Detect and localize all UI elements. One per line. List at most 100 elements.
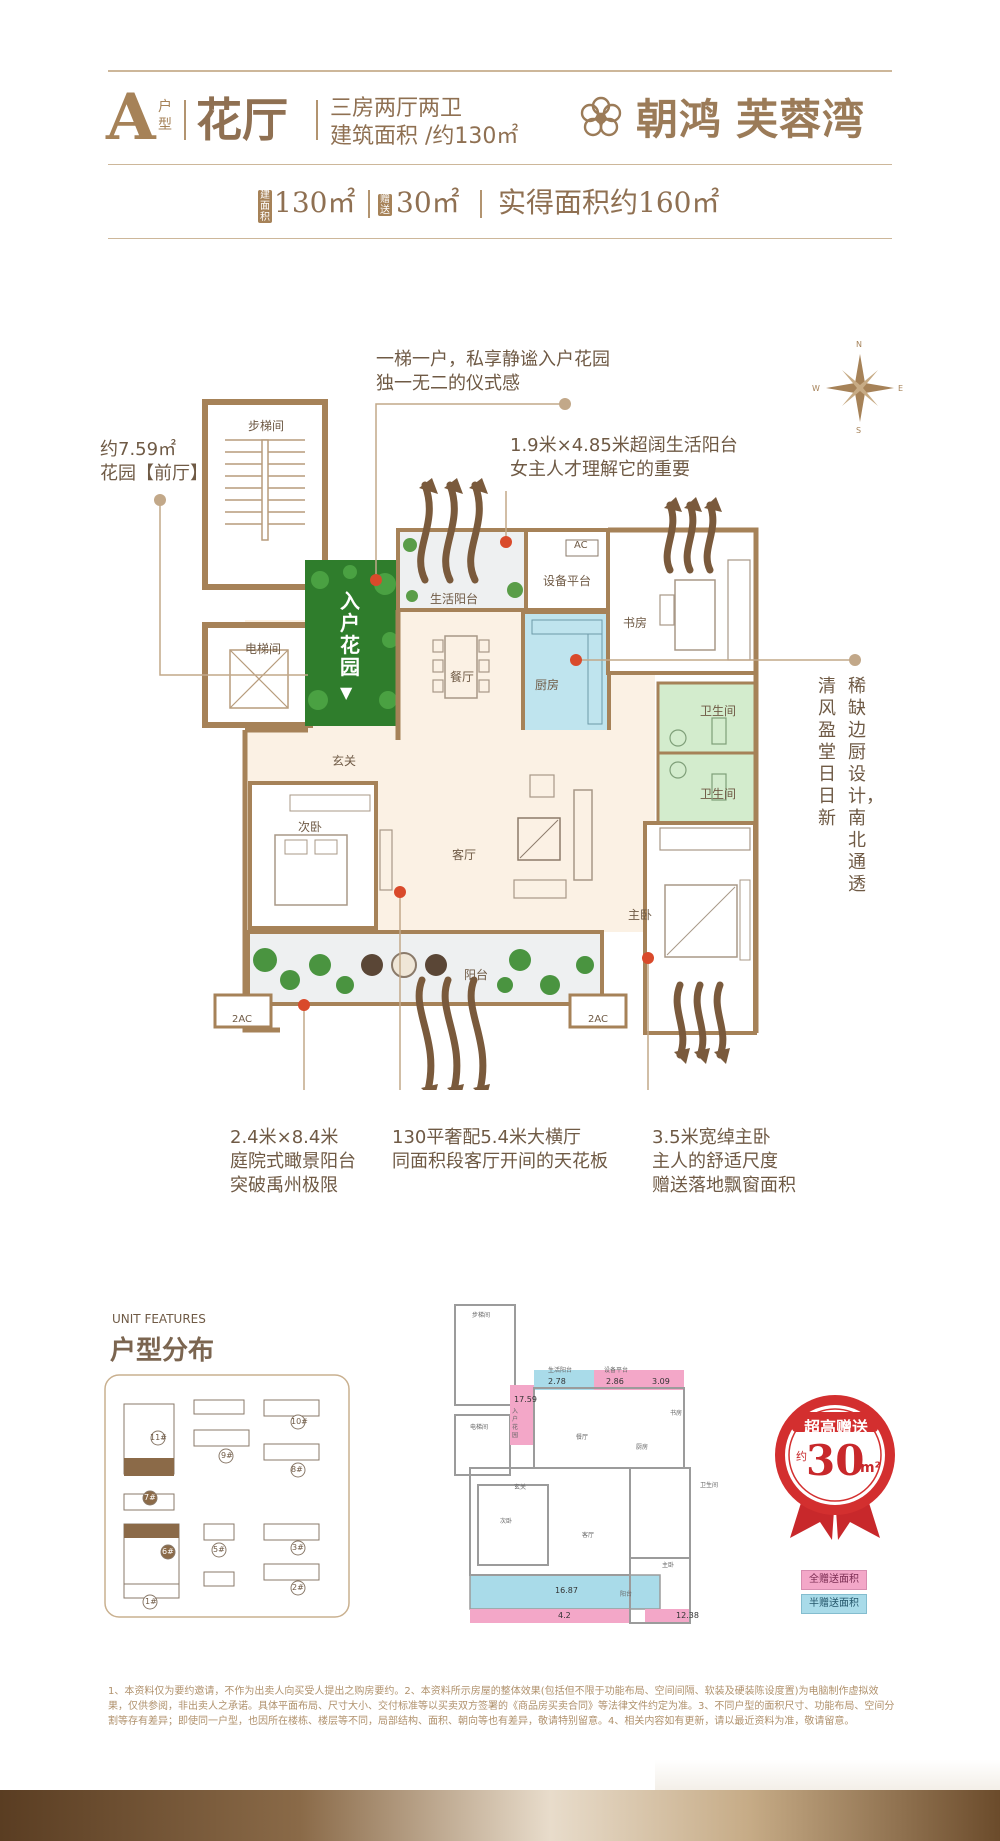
building-area-tag: 建面积 [258, 190, 272, 223]
compass-icon [826, 354, 894, 422]
callout-top-line2: 独一无二的仪式感 [376, 373, 520, 394]
gift-area: 30㎡ [396, 186, 460, 219]
callout-b1-line1: 2.4米×8.4米 [230, 1127, 339, 1148]
room-label-garden: 入户花园 ▼ [340, 590, 362, 704]
mini-label-bed2: 次卧 [500, 1518, 513, 1525]
unit-desc-area: 建筑面积 /约130㎡ [330, 124, 519, 149]
mini-area-a1: 17.59 [514, 1395, 537, 1404]
callout-b1-line2: 庭院式瞰景阳台 [230, 1151, 356, 1172]
unit-title: 花厅 [196, 93, 288, 147]
features-title-en: UNIT FEATURES [112, 1312, 206, 1326]
room-label-bath2: 卫生间 [700, 787, 737, 801]
ac-label-right: 2AC [588, 1014, 609, 1025]
callout-b3-line2: 主人的舒适尺度 [652, 1151, 778, 1172]
room-label-master: 主卧 [628, 908, 653, 922]
legend-full-label: 全赠送面积 [809, 1574, 859, 1585]
mini-area-a3: 2.86 [606, 1377, 624, 1386]
callout-south-balcony: 2.4米×8.4米 庭院式瞰景阳台 突破禹州极限 [230, 1126, 356, 1198]
header-divider [316, 100, 318, 140]
compass-s: S [856, 426, 862, 435]
mini-label-stair: 步梯间 [472, 1312, 491, 1319]
callout-right-col1: 稀缺边厨设计，南北通透 [848, 676, 884, 895]
building-label-9: 9# [221, 1451, 233, 1460]
compass-e: E [898, 384, 904, 393]
building-label-10: 10# [291, 1417, 308, 1426]
bottom-rule [108, 238, 892, 239]
footer-fade [655, 1760, 1000, 1795]
building-label-1: 1# [145, 1597, 157, 1606]
stamp-value: 30 [806, 1436, 865, 1485]
room-label-study: 书房 [623, 616, 648, 630]
mini-area-a2: 2.78 [548, 1377, 566, 1386]
brand-name-sub: 芙蓉湾 [736, 95, 866, 144]
callout-living: 130平奢配5.4米大横厅 同面积段客厅开间的天花板 [392, 1126, 608, 1174]
ventilation-arrows-icon [415, 481, 727, 1090]
brand-name-main: 朝鸿 [636, 95, 723, 144]
header: A 户型 花厅 三房两厅两卫 建筑面积 /约130㎡ 朝鸿芙蓉湾 建面积 130… [0, 0, 1000, 260]
top-rule [108, 70, 892, 72]
mini-area-a4: 3.09 [652, 1377, 670, 1386]
callout-b2-line2: 同面积段客厅开间的天花板 [392, 1151, 608, 1172]
legend-full: 全赠送面积 [801, 1570, 867, 1590]
callout-balcony-line2: 女主人才理解它的重要 [510, 459, 690, 480]
actual-area: 实得面积约160㎡ [498, 186, 720, 219]
room-label-kitchen: 厨房 [535, 678, 560, 692]
mini-label-bath: 卫生间 [700, 1482, 719, 1489]
brand-name: 朝鸿芙蓉湾 [636, 92, 865, 148]
callout-right-col2: 清风盈堂日日新 [818, 676, 836, 829]
garden-label-text: 入户花园 [340, 589, 360, 679]
callout-master: 3.5米宽绰主卧 主人的舒适尺度 赠送落地飘窗面积 [652, 1126, 796, 1198]
mini-label-dining: 餐厅 [576, 1434, 589, 1441]
room-label-elevator: 电梯间 [245, 642, 282, 656]
callout-b1-line3: 突破禹州极限 [230, 1175, 338, 1196]
callout-garden: 约7.59㎡ 花园【前厅】 [100, 438, 208, 486]
mini-label-garden: 入户花园 [512, 1408, 519, 1439]
compass-n: N [856, 340, 862, 349]
ac-label: AC [574, 540, 588, 551]
footer-gold-band [0, 1790, 1000, 1841]
callout-b2-line1: 130平奢配5.4米大横厅 [392, 1127, 581, 1148]
callout-balcony: 1.9米×4.85米超阔生活阳台 女主人才理解它的重要 [510, 434, 738, 482]
callout-b3-line3: 赠送落地飘窗面积 [652, 1175, 796, 1196]
callout-top-line1: 一梯一户，私享静谧入户花园 [376, 349, 610, 370]
callout-balcony-line1: 1.9米×4.85米超阔生活阳台 [510, 435, 738, 456]
site-map [104, 1374, 350, 1618]
room-label-living: 客厅 [452, 848, 477, 862]
mini-label-living: 客厅 [582, 1532, 595, 1539]
gift-area-tag: 赠送 [378, 194, 392, 216]
compass-w: W [812, 384, 820, 393]
legend-half: 半赠送面积 [801, 1594, 867, 1614]
mini-label-master: 主卧 [662, 1562, 675, 1569]
room-label-foyer: 玄关 [332, 754, 357, 768]
callout-garden-line2: 花园【前厅】 [100, 463, 208, 484]
building-label-7: 7# [144, 1493, 156, 1502]
mini-label-foyer: 玄关 [514, 1484, 527, 1491]
room-label-bath1: 卫生间 [700, 704, 737, 718]
area-divider [480, 190, 482, 218]
mid-rule [108, 164, 892, 165]
mini-label-balcony-top: 生活阳台 [548, 1367, 573, 1374]
mini-plan [454, 1304, 691, 1624]
building-label-6: 6# [162, 1547, 174, 1556]
mini-area-a7: 12.38 [676, 1611, 699, 1620]
ac-label-left: 2AC [232, 1014, 253, 1025]
stamp-prefix: 约 [796, 1450, 807, 1463]
unit-letter-suffix: 户型 [158, 99, 172, 133]
building-label-11: 11# [150, 1433, 167, 1442]
disclaimer: 1、本资料仅为要约邀请，不作为出卖人向买受人提出之购房要约。2、本资料所示房屋的… [108, 1686, 895, 1727]
mini-label-equip: 设备平台 [604, 1367, 629, 1374]
area-divider [368, 190, 370, 218]
mini-area-a5: 16.87 [555, 1586, 578, 1595]
legend-half-label: 半赠送面积 [809, 1598, 859, 1609]
brand-flower-logo [580, 96, 622, 137]
callout-b3-line1: 3.5米宽绰主卧 [652, 1127, 771, 1148]
gift-stamp-badge [775, 1395, 895, 1540]
mini-label-elev: 电梯间 [470, 1424, 489, 1431]
room-label-balcony: 阳台 [464, 968, 489, 982]
header-divider [184, 100, 186, 140]
balcony-chair-icon [361, 952, 447, 978]
mini-label-balcony: 阳台 [620, 1591, 633, 1598]
unit-desc-rooms: 三房两厅两卫 [330, 96, 463, 121]
room-label-bedroom2: 次卧 [298, 820, 323, 834]
callout-garden-line1: 约7.59㎡ [100, 439, 177, 460]
